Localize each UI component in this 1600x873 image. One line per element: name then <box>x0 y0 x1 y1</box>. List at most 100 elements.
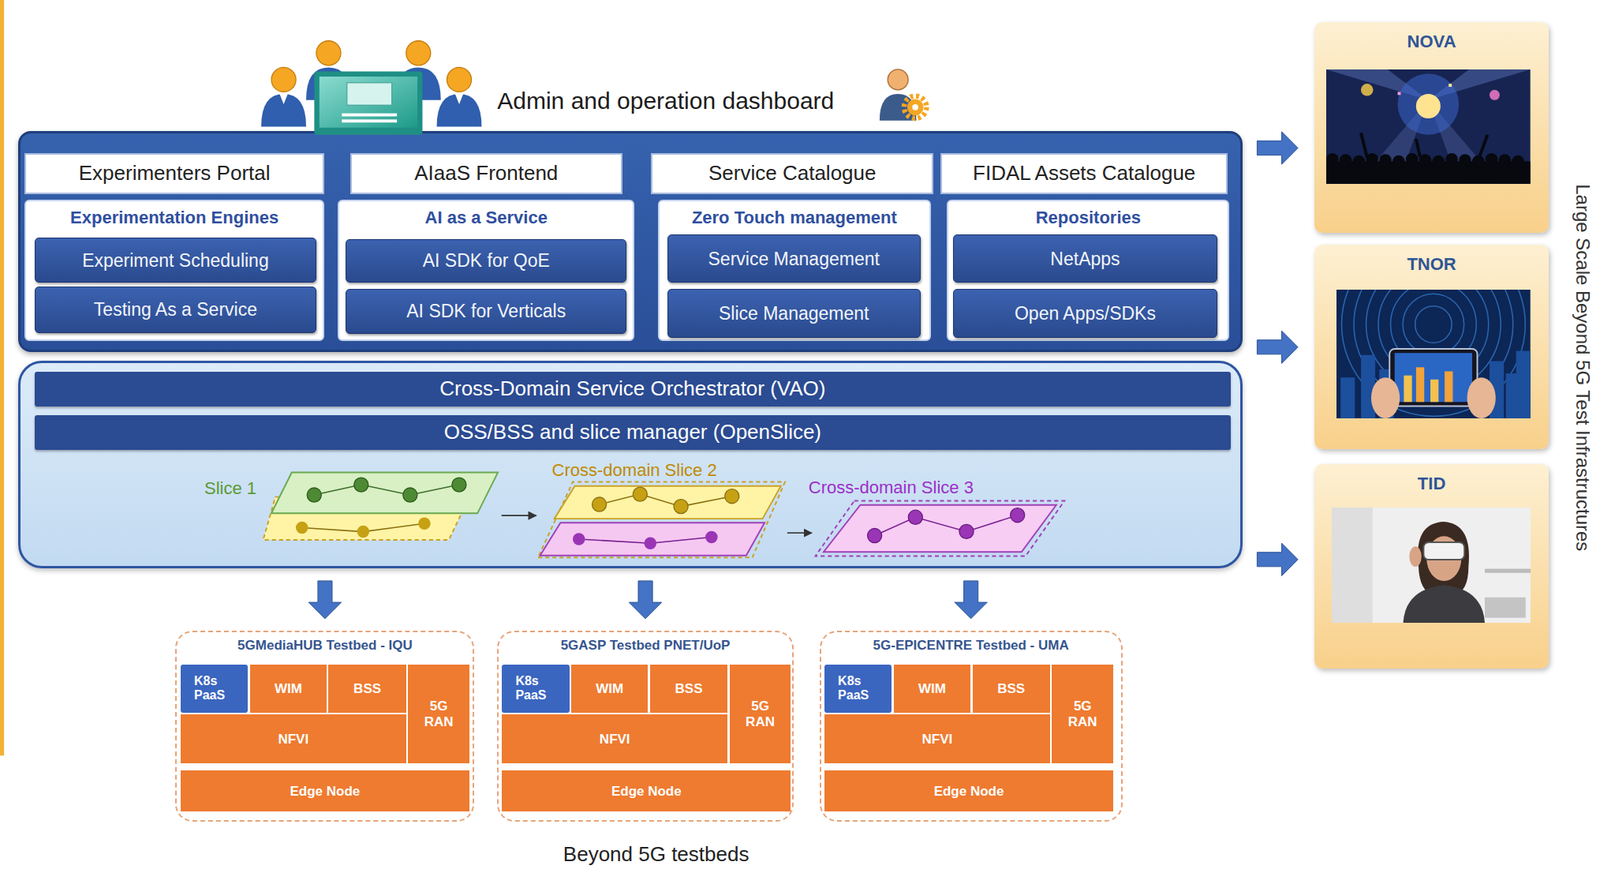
illustration-part <box>1423 542 1465 560</box>
side-label: Large Scale Beyond 5G Test Infrastructur… <box>1572 183 1595 551</box>
box-label: AI as a Service <box>339 207 633 228</box>
admin-icon <box>879 69 927 121</box>
illustration-part <box>1339 153 1353 167</box>
box-label: NetApps <box>1050 248 1120 270</box>
box-label: TID <box>1314 473 1549 494</box>
block-arrow <box>1256 131 1298 165</box>
slice-label: Cross-domain Slice 3 <box>808 477 974 498</box>
network-slice: Slice 1 <box>261 470 501 543</box>
illustration-part <box>1446 153 1459 166</box>
illustration-part <box>1398 73 1460 135</box>
illustration-part <box>553 485 781 519</box>
box-label: WIM <box>274 680 303 697</box>
illustration-part <box>418 517 431 531</box>
box-label: Slice Management <box>718 302 870 324</box>
illustration-part <box>1398 91 1402 95</box>
box-label: 5G-EPICENTRE Testbed - UMA <box>821 637 1122 654</box>
illustration-part <box>1326 153 1339 166</box>
illustration-part <box>406 41 431 66</box>
paas-box: K8s PaaS <box>824 664 892 713</box>
network-slice: Cross-domain Slice 3 <box>813 498 1067 558</box>
illustration-part <box>341 113 397 117</box>
group-box: AI as a ServiceAI SDK for QoEAI SDK for … <box>337 199 635 341</box>
orchestration-panel: Cross-Domain Service Orchestrator (VAO)O… <box>18 360 1243 569</box>
block-arrow <box>1256 330 1298 363</box>
illustration-part <box>1458 153 1472 167</box>
testbed-component: 5G RAN <box>1051 664 1114 763</box>
caption: Beyond 5G testbeds <box>563 842 750 867</box>
box-label: NFVI <box>599 731 631 748</box>
group-box: RepositoriesNetAppsOpen Apps/SDKs <box>946 199 1230 341</box>
illustration-part <box>591 497 606 512</box>
testbed-component: NFVI <box>180 714 407 763</box>
header-box: FIDAL Assets Catalogue <box>940 153 1227 195</box>
illustration-part <box>295 521 309 535</box>
use-case-card: TID <box>1314 463 1549 669</box>
illustration-part <box>1009 508 1025 523</box>
illustration-part <box>347 82 393 105</box>
service-button: Testing As a Service <box>34 286 317 333</box>
box-label: Experimentation Engines <box>26 207 323 228</box>
illustration-part <box>1479 134 1488 158</box>
box-label: Edge Node <box>290 783 361 800</box>
illustration-part <box>1416 367 1425 403</box>
illustration-part <box>314 71 423 135</box>
illustration-part <box>1516 351 1531 419</box>
illustration-part <box>316 41 341 66</box>
illustration-part <box>1402 584 1485 623</box>
box-label: NFVI <box>922 731 954 748</box>
illustration-part <box>823 504 1057 552</box>
testbed-component: NFVI <box>824 714 1051 763</box>
illustration-part <box>357 525 371 539</box>
block-arrow <box>1256 542 1298 576</box>
illustration-part <box>446 67 472 92</box>
box-label: 5GASP Testbed PNET/UoP <box>498 637 793 654</box>
illustration-part <box>403 487 418 502</box>
illustration-part <box>1392 155 1406 169</box>
illustration-part <box>1360 83 1374 97</box>
service-button: NetApps <box>953 234 1218 283</box>
testbed-component: WIM <box>250 664 327 713</box>
box-label: K8s PaaS <box>194 673 235 703</box>
testbed-component: WIM <box>571 664 648 713</box>
box-label: AI SDK for QoE <box>422 250 550 271</box>
illustration-part <box>314 484 460 495</box>
illustration-part <box>455 93 464 105</box>
slice-link <box>501 514 537 516</box>
use-case-card: NOVA <box>1314 22 1549 232</box>
box-label: Service Management <box>708 248 880 270</box>
use-case-photo <box>1326 69 1531 184</box>
testbed-component: Edge Node <box>501 770 791 812</box>
illustration-part <box>1405 153 1419 166</box>
illustration-part <box>705 530 718 544</box>
testbed-component: BSS <box>972 664 1051 713</box>
illustration-part <box>1379 153 1393 167</box>
illustration-part <box>632 486 647 501</box>
illustration-part <box>1340 377 1355 419</box>
box-label: NOVA <box>1314 31 1549 52</box>
illustration-part <box>1416 93 1441 119</box>
illustration-part <box>1394 352 1473 402</box>
illustration-part <box>1467 377 1496 419</box>
box-label: Edge Node <box>934 783 1005 800</box>
illustration-part <box>598 493 732 507</box>
slice-illustration <box>813 498 1067 558</box>
box-label: FIDAL Assets Catalogue <box>972 161 1196 186</box>
box-label: 5G RAN <box>1065 698 1100 729</box>
illustration-part <box>538 481 786 558</box>
illustration-part <box>271 67 296 92</box>
illustration-part <box>1485 153 1499 166</box>
box-label: Repositories <box>948 207 1228 228</box>
illustration-part <box>1416 138 1421 158</box>
illustration-part <box>643 536 657 550</box>
service-button: AI SDK for QoE <box>345 239 627 284</box>
header-box: AIaaS Frontend <box>350 153 623 195</box>
testbed-component: 5G RAN <box>407 664 470 763</box>
box-label: Open Apps/SDKs <box>1014 302 1156 324</box>
illustration-part <box>1430 379 1439 402</box>
illustration-part <box>1404 375 1413 403</box>
box-label: WIM <box>595 680 624 697</box>
illustration-part <box>1432 155 1446 169</box>
slice-illustration <box>538 479 786 560</box>
illustration-part <box>1444 371 1453 403</box>
